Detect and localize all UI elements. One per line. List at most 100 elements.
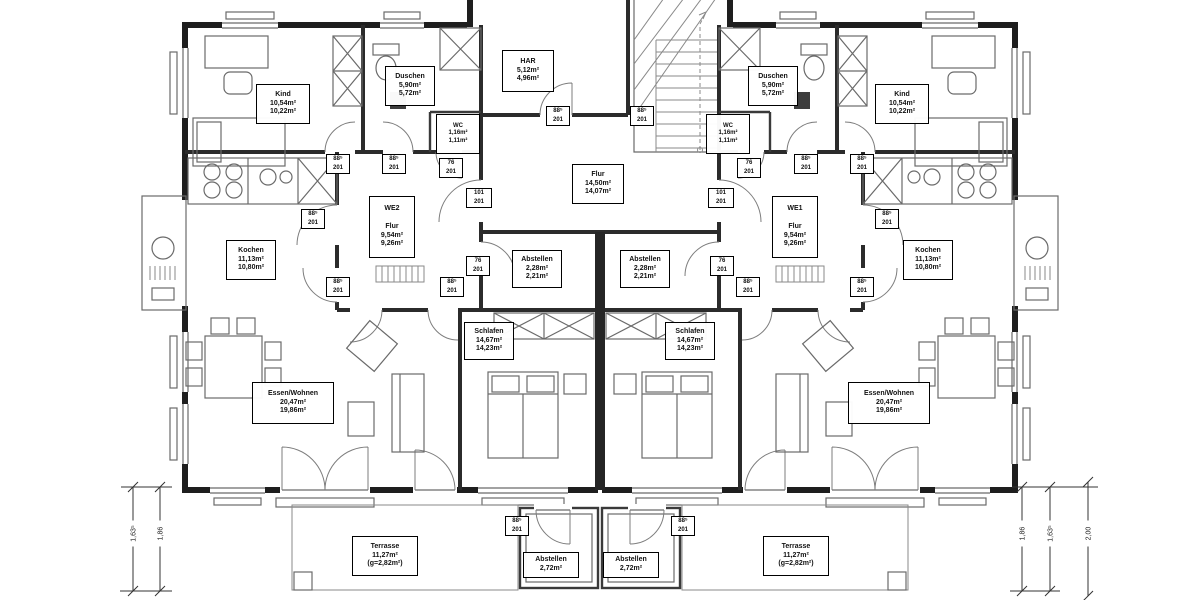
- door-width: 88⁵: [512, 518, 522, 524]
- door-height: 201: [473, 199, 484, 205]
- room-name: Abstellen: [629, 255, 661, 263]
- coffee-table: [347, 401, 375, 437]
- door-stamp-88-kochen1-right: 88⁵ 201: [875, 209, 899, 229]
- window-top-kind: [222, 11, 278, 31]
- room-name: Abstellen: [615, 556, 647, 564]
- door-width: 101: [715, 190, 726, 196]
- room-area: 20,47m²: [875, 398, 903, 406]
- room-label-kind-left: Kind 10,54m² 10,22m²: [256, 84, 310, 124]
- room-area: 2,28m²: [525, 264, 549, 272]
- door-arc-har[interactable]: [539, 82, 573, 116]
- door-height: 201: [743, 169, 754, 175]
- room-label-schlafen-right: Schlafen 14,67m² 14,23m²: [665, 322, 715, 360]
- door-width: 88⁵: [637, 108, 647, 114]
- stairs-boundary: [633, 0, 719, 153]
- room-name: Kochen: [238, 246, 264, 254]
- room-label-abstellen-right: Abstellen 2,28m² 2,21m²: [620, 250, 670, 288]
- room-name: Schlafen: [474, 327, 504, 335]
- room-area: 9,26m²: [380, 240, 404, 248]
- room-label-flur-haus: Flur 14,50m² 14,07m²: [572, 164, 624, 204]
- door-arc-schlafen[interactable]: [427, 309, 459, 341]
- room-label-wc-left: WC 1,16m² 1,11m²: [436, 114, 480, 154]
- door-width: 76: [474, 258, 482, 264]
- unit-name: WE1: [787, 205, 803, 212]
- room-area: 5,72m²: [398, 90, 422, 98]
- room-area: 14,23m²: [676, 345, 704, 353]
- room-label-essen-left: Essen/Wohnen 20,47m² 19,86m²: [252, 382, 334, 424]
- room-name: Abstellen: [521, 255, 553, 263]
- room-area: 10,80m²: [237, 264, 265, 272]
- door-arc-duschen[interactable]: [382, 121, 414, 153]
- room-name: HAR: [520, 57, 536, 65]
- french-door[interactable]: [275, 446, 375, 508]
- door-height: 201: [332, 288, 343, 294]
- room-label-duschen-right: Duschen 5,90m² 5,72m²: [748, 66, 798, 106]
- terrace-door[interactable]: [413, 449, 457, 498]
- room-area: 14,07m²: [584, 188, 612, 196]
- room-area: 10,54m²: [888, 99, 916, 107]
- window-left-kind: [169, 48, 191, 118]
- window-bottom-schlafen: [478, 484, 568, 506]
- stair-core: [481, 0, 719, 490]
- door-arc-shed[interactable]: [535, 509, 571, 545]
- room-area: 14,67m²: [676, 336, 704, 344]
- room-note: (g=2,82m²): [778, 560, 814, 568]
- door-arc-kochen-2[interactable]: [302, 267, 338, 303]
- door-width: 88⁵: [553, 108, 563, 114]
- room-area: 4,96m²: [516, 75, 540, 83]
- door-height: 201: [472, 267, 483, 273]
- shed: [518, 504, 600, 590]
- door-width: 88⁵: [308, 211, 318, 217]
- dimension-label: 1,63⁵: [130, 520, 138, 547]
- room-area: 10,80m²: [914, 264, 942, 272]
- door-width: 88⁵: [857, 279, 867, 285]
- unit-label-we2: WE2 Flur 9,54m² 9,26m²: [369, 196, 415, 258]
- door-width: 88⁵: [801, 156, 811, 162]
- terrace-post: [293, 571, 313, 591]
- room-label-kochen-left: Kochen 11,13m² 10,80m²: [226, 240, 276, 280]
- door-height: 201: [881, 220, 892, 226]
- room-area: 9,26m²: [783, 240, 807, 248]
- door-width: 76: [447, 160, 455, 166]
- room-area: 9,54m²: [783, 231, 807, 239]
- room-label-wc-right: WC 1,16m² 1,11m²: [706, 114, 750, 154]
- kind-furniture: [192, 35, 363, 167]
- door-arc-wohnen[interactable]: [349, 309, 383, 343]
- stairs-icon[interactable]: [633, 0, 717, 153]
- dimension-label: 1,86: [157, 520, 165, 547]
- door-height: 201: [742, 288, 753, 294]
- room-name: WC: [723, 122, 733, 129]
- room-name: Flur: [591, 170, 605, 178]
- door-width: 88⁵: [743, 279, 753, 285]
- room-area: 2,72m²: [619, 565, 643, 572]
- door-arc-entry[interactable]: [438, 179, 482, 223]
- door-arc-kind[interactable]: [324, 121, 356, 153]
- armchair: [345, 319, 399, 373]
- basin-symbol: [151, 236, 175, 260]
- room-label-shed-right: Abstellen 2,72m²: [603, 552, 659, 578]
- door-width: 88⁵: [857, 156, 867, 162]
- radiator-icon: [149, 266, 176, 280]
- door-width: 88⁵: [333, 279, 343, 285]
- door-height: 201: [715, 199, 726, 205]
- door-stamp-88-schlafen-right: 88⁵ 201: [736, 277, 760, 297]
- door-width: 76: [718, 258, 726, 264]
- door-width: 88⁵: [882, 211, 892, 217]
- dimension-label: 1,86: [1019, 520, 1027, 547]
- stove-burner: [203, 163, 221, 181]
- room-area: 11,27m²: [372, 551, 398, 559]
- toilet-tank: [372, 43, 400, 56]
- room-area: 10,54m²: [269, 99, 297, 107]
- radiator-icon: [375, 265, 425, 283]
- sink-bowl: [259, 168, 277, 186]
- room-name: Schlafen: [675, 327, 705, 335]
